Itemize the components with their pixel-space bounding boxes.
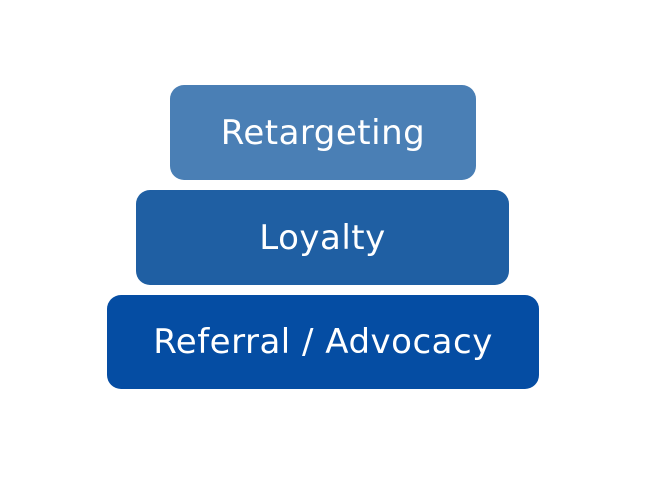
tier-referral-advocacy: Referral / Advocacy bbox=[107, 295, 539, 389]
tier-retargeting-label: Retargeting bbox=[220, 112, 426, 153]
tier-referral-advocacy-label: Referral / Advocacy bbox=[153, 322, 493, 362]
tier-loyalty-label: Loyalty bbox=[259, 217, 386, 258]
tier-retargeting: Retargeting bbox=[170, 85, 476, 180]
tier-loyalty: Loyalty bbox=[136, 190, 509, 285]
